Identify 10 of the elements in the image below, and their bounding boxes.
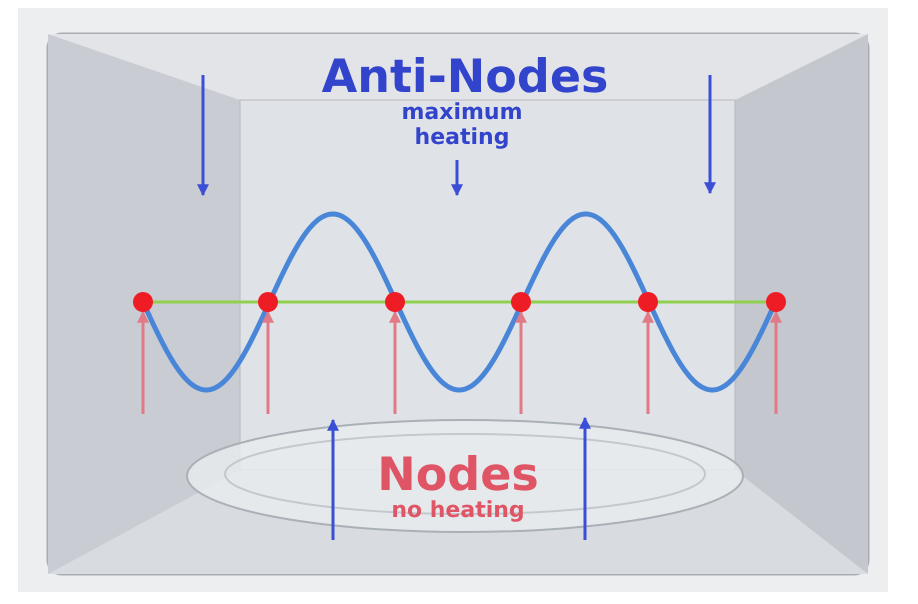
subtitle-text: no heating — [391, 498, 525, 524]
heading-text: Nodes — [377, 448, 539, 501]
arrow — [262, 310, 274, 414]
arrow — [515, 310, 527, 414]
arrow — [642, 310, 654, 414]
heading-text: Anti-Nodes — [320, 50, 610, 103]
arrow — [137, 310, 149, 414]
subtitle-text: maximum heating — [400, 100, 524, 151]
arrow — [389, 310, 401, 414]
arrow — [770, 310, 782, 414]
